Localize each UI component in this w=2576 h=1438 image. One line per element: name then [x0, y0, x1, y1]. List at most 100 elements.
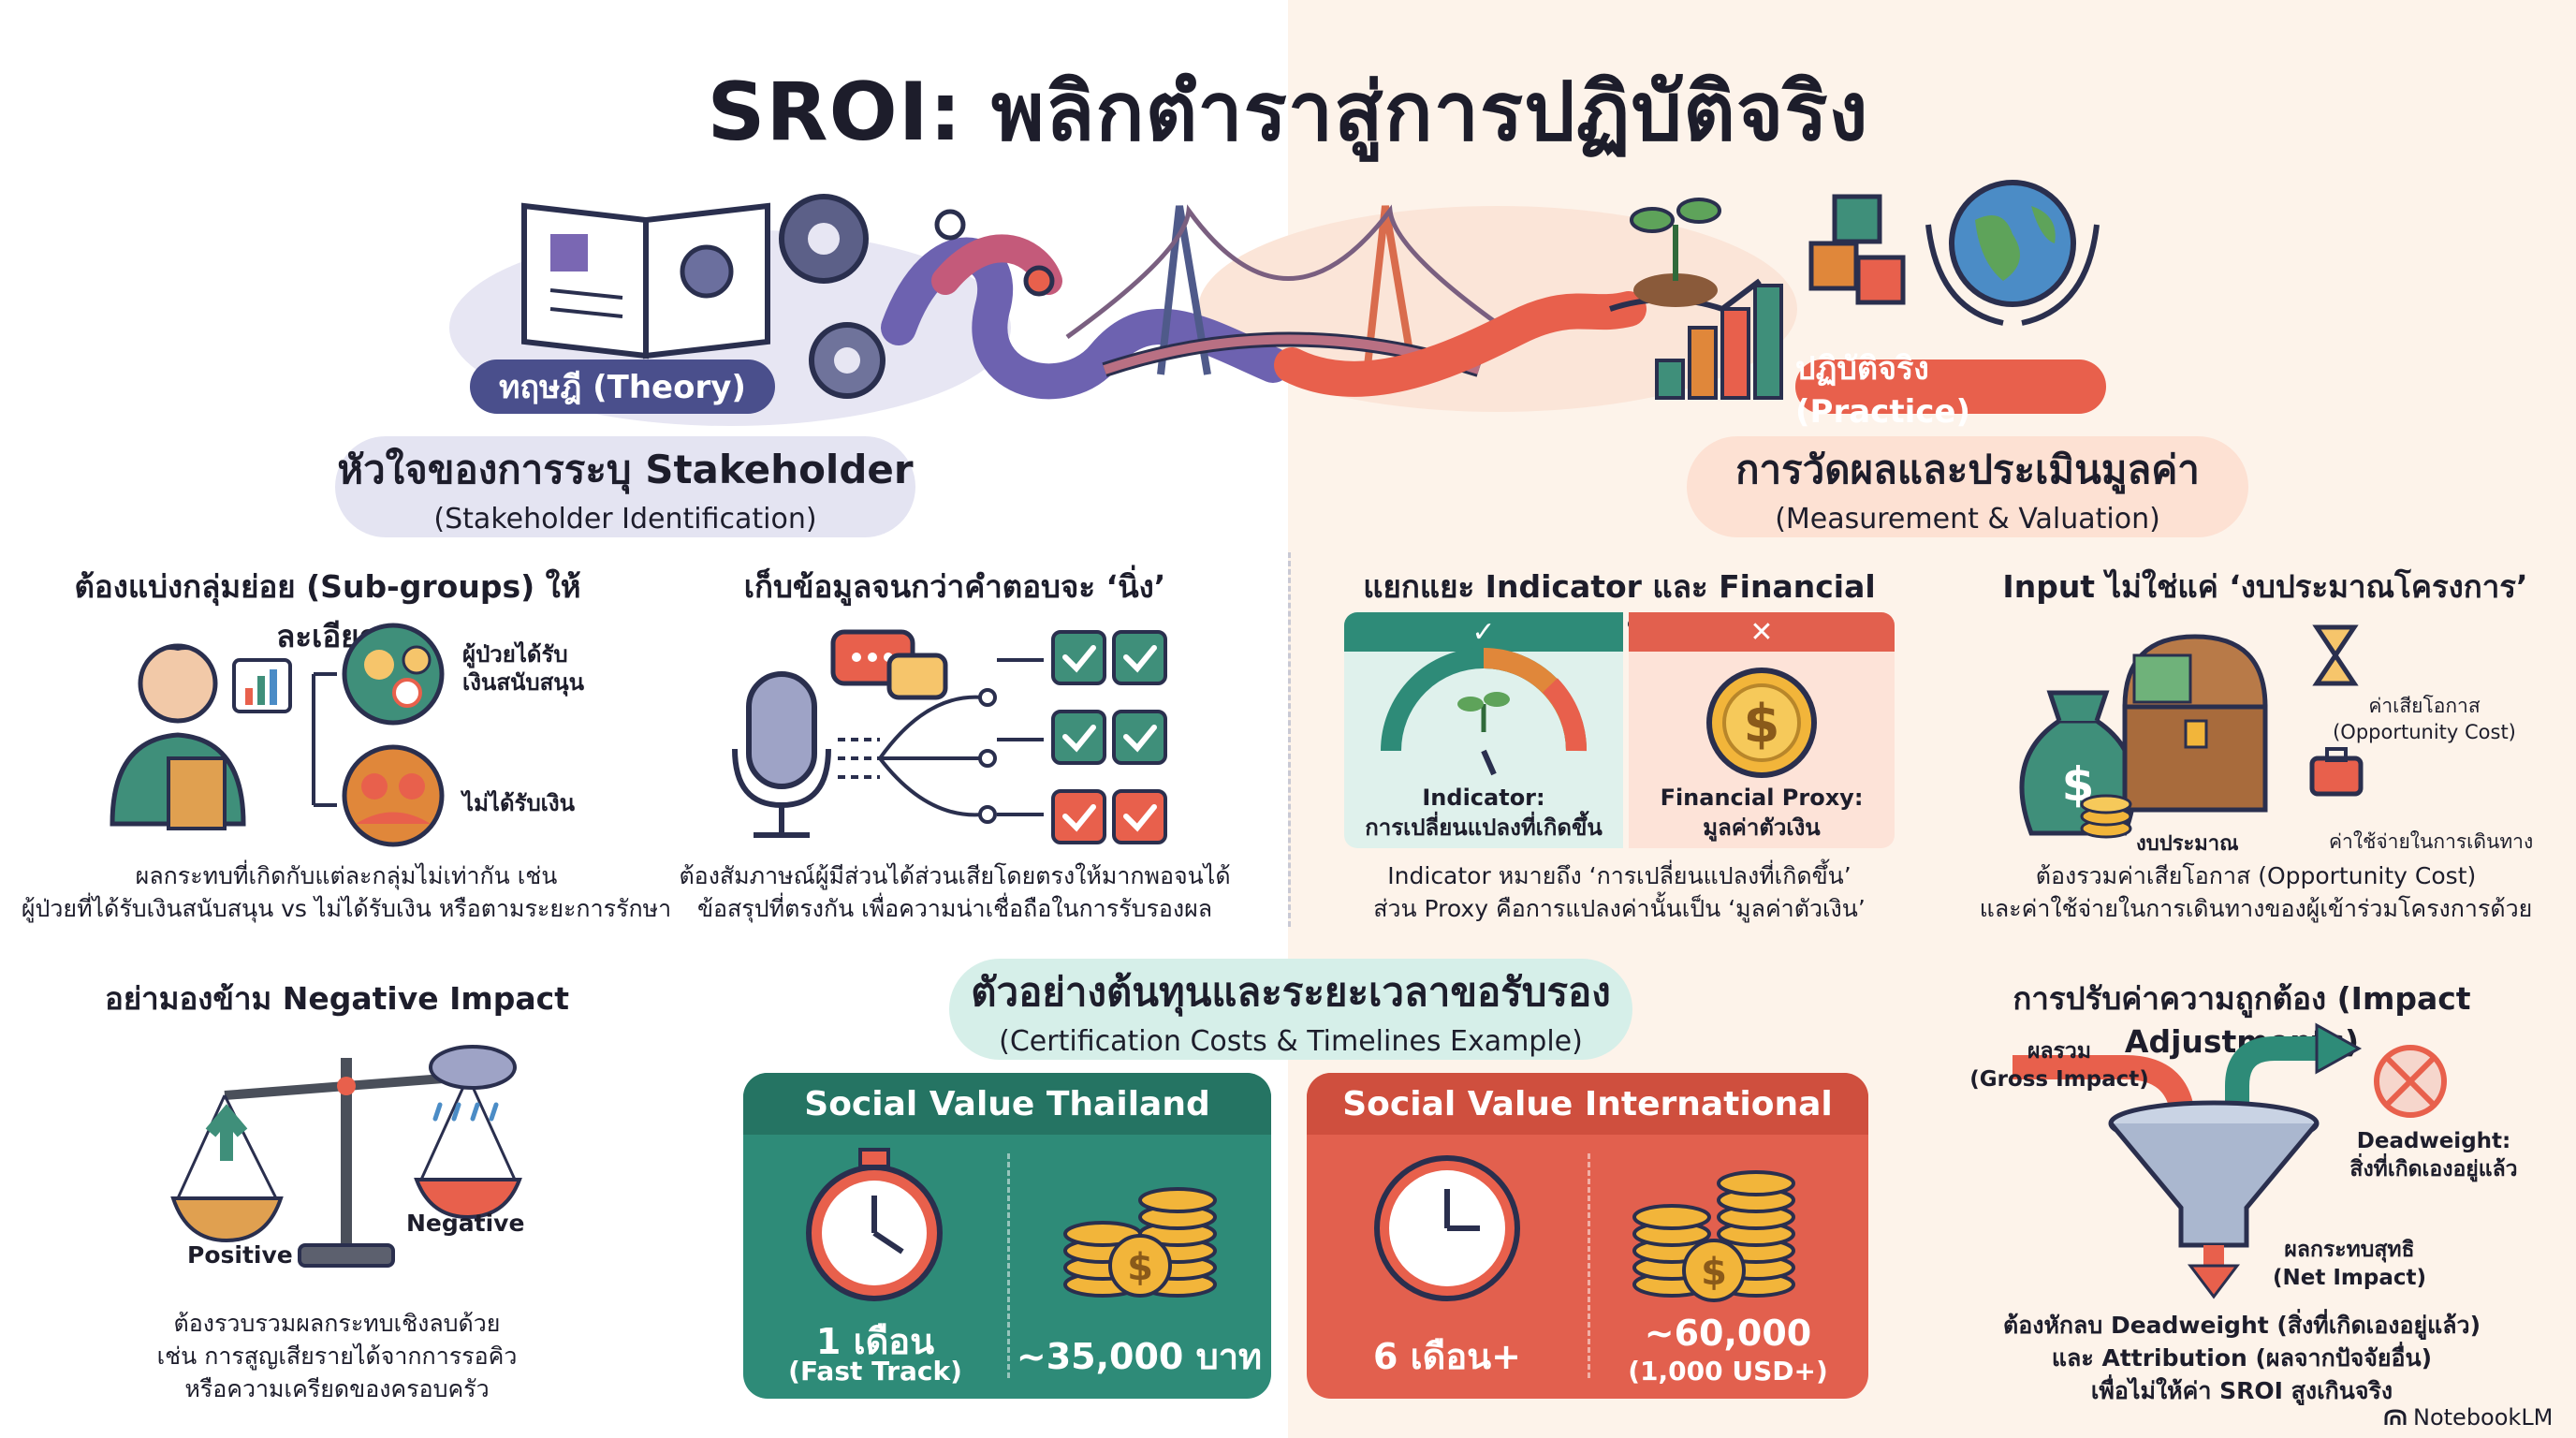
practice-badge: ปฏิบัติจริง (Practice): [1795, 350, 2106, 431]
cross-icon: ✕: [1749, 615, 1774, 649]
hourglass-icon: [2312, 624, 2359, 686]
supported-group-line2: เงินสนับสนุน: [462, 669, 585, 696]
speech-bubbles-icon: [830, 629, 948, 700]
rain-cloud-icon: [429, 1045, 517, 1122]
gross-impact-label: ผลรวม (Gross Impact): [1956, 1037, 2162, 1093]
gross-impact-line2: (Gross Impact): [1969, 1067, 2149, 1092]
stakeholder-header-title: หัวใจของการระบุ Stakeholder: [337, 446, 914, 492]
subgroups-illustration: [110, 623, 445, 847]
international-cost: ~60,000: [1644, 1313, 1812, 1354]
measurement-header-subtitle: (Measurement & Valuation): [1775, 502, 2160, 536]
budget-label: งบประมาณ: [2136, 832, 2239, 856]
arrow-out-icon: [2225, 1022, 2363, 1161]
cubes-chart-icon: [1655, 194, 1906, 400]
notebooklm-logo-icon: [2384, 1409, 2407, 1425]
gauge-icon: [1381, 648, 1588, 776]
inputs-heading: Input ไม่ใช่แค่ ‘งบประมาณโครงการ’: [2002, 568, 2528, 605]
clock-icon: [1374, 1155, 1520, 1301]
check-icon: ✓: [1471, 615, 1496, 649]
proxy-label-line2: มูลค่าตัวเงิน: [1703, 814, 1821, 841]
negative-heading: อย่ามองข้าม Negative Impact: [105, 980, 569, 1017]
funnel-illustration: [2012, 1022, 2447, 1299]
certification-header: ตัวอย่างต้นทุนและระยะเวลาขอรับรอง (Certi…: [949, 959, 1632, 1060]
person-icon: [110, 643, 246, 830]
gear-icon: [809, 322, 886, 399]
certification-title: ตัวอย่างต้นทุนและระยะเวลาขอรับรอง: [971, 968, 1611, 1015]
globe-in-hands-icon: [1925, 180, 2100, 326]
certification-subtitle: (Certification Costs & Timelines Example…: [999, 1024, 1583, 1058]
bar-chart-icon: [232, 658, 292, 713]
deadweight-line2: สิ่งที่เกิดเองอยู่แล้ว: [2349, 1157, 2518, 1181]
inputs-body-line1: ต้องรวมค่าเสียโอกาส (Opportunity Cost): [2035, 862, 2477, 889]
deadweight-line1: Deadweight:: [2356, 1129, 2511, 1153]
indicator-body: Indicator หมายถึง ‘การเปลี่ยนแปลงที่เกิด…: [1329, 859, 1910, 925]
open-book-icon: [521, 202, 770, 360]
suitcase-icon: [2309, 747, 2364, 797]
negative-label: Negative: [406, 1210, 525, 1237]
indicator-label: Indicator: การเปลี่ยนแปลงที่เกิดขึ้น: [1344, 783, 1623, 843]
check-boxes-icon: [1051, 630, 1167, 844]
section-divider: [1288, 552, 1291, 927]
thailand-time-note: (Fast Track): [788, 1356, 962, 1387]
thailand-cost: ~35,000 บาท: [1016, 1336, 1263, 1377]
thailand-time: 1 เดือน: [815, 1321, 935, 1362]
stopwatch-icon: [806, 1148, 943, 1301]
svg-text:$: $: [1744, 694, 1780, 755]
supported-group-line1: ผู้ป่วยได้รับ: [462, 641, 568, 668]
supported-group-label: ผู้ป่วยได้รับ เงินสนับสนุน: [462, 640, 584, 697]
unsupported-group-label: ไม่ได้รับเงิน: [462, 790, 575, 816]
net-impact-line1: ผลกระทบสุทธิ: [2284, 1238, 2415, 1262]
negative-body: ต้องรวบรวมผลกระทบเชิงลบด้วย เช่น การสูญเ…: [56, 1307, 618, 1405]
indicator-label-line1: Indicator:: [1422, 785, 1545, 811]
thailand-card-title: Social Value Thailand: [743, 1073, 1271, 1135]
theory-badge: ทฤษฎี (Theory): [470, 360, 775, 414]
net-impact-line2: (Net Impact): [2272, 1266, 2426, 1290]
indicator-label-line2: การเปลี่ยนแปลงที่เกิดขึ้น: [1365, 814, 1603, 841]
coin-icon: $: [1706, 668, 1817, 778]
indicator-body-line2: ส่วน Proxy คือการแปลงค่านั้นเป็น ‘มูลค่า…: [1373, 895, 1866, 922]
treasure-illustration: $: [2019, 624, 2364, 839]
microphone-icon: [732, 671, 831, 838]
saturation-heading: เก็บข้อมูลจนกว่าคำตอบจะ ‘นิ่ง’: [743, 568, 1166, 605]
measurement-header: การวัดผลและประเมินมูลค่า (Measurement & …: [1687, 436, 2248, 537]
notebooklm-watermark: NotebookLM: [2383, 1404, 2553, 1431]
saturation-body: ต้องสัมภาษณ์ผู้มีส่วนได้ส่วนเสียโดยตรงให…: [655, 859, 1254, 925]
positive-label: Positive: [187, 1241, 293, 1269]
theory-practice-banner: [0, 169, 2576, 431]
indicator-card: ✓ Indicator: การเปลี่ยนแปลงที่เกิดขึ้น: [1344, 612, 1623, 848]
travel-cost-label: ค่าใช้จ่ายในการเดินทาง: [2329, 830, 2534, 853]
negative-body-line3: หรือความเครียดของครอบครัว: [184, 1375, 490, 1402]
opportunity-cost-label: ค่าเสียโอกาส (Opportunity Cost): [2312, 693, 2537, 745]
bridge-illustration: [449, 180, 2100, 426]
subgroups-body-line2: ผู้ป่วยที่ได้รับเงินสนับสนุน vs ไม่ได้รั…: [21, 895, 672, 922]
negative-body-line1: ต้องรวบรวมผลกระทบเชิงลบด้วย: [173, 1310, 501, 1337]
treasure-chest-icon: [2122, 634, 2268, 813]
net-impact-label: ผลกระทบสุทธิ (Net Impact): [2247, 1236, 2452, 1292]
international-card-divider: [1588, 1153, 1590, 1378]
gear-icon: [779, 194, 869, 284]
deadweight-label: Deadweight: สิ่งที่เกิดเองอยู่แล้ว: [2312, 1127, 2555, 1183]
coin-stack-icon: $: [1632, 1170, 1795, 1302]
indicator-body-line1: Indicator หมายถึง ‘การเปลี่ยนแปลงที่เกิด…: [1387, 862, 1852, 889]
coin-stack-icon: [2080, 794, 2132, 839]
thailand-card: Social Value Thailand $ 1 เดือน (Fast Tr…: [743, 1073, 1271, 1399]
funnel-icon: [2108, 1100, 2320, 1248]
measurement-header-title: การวัดผลและประเมินมูลค่า: [1735, 446, 2200, 492]
subgroups-body-line1: ผลกระทบที่เกิดกับแต่ละกลุ่มไม่เท่ากัน เช…: [135, 862, 558, 889]
international-card-title: Social Value International: [1307, 1073, 1868, 1135]
balance-scale-icon: [170, 1045, 522, 1268]
hand-plant-icon: [1609, 198, 1762, 313]
coin-stack-icon: $: [1063, 1187, 1217, 1298]
proxy-card-head: ✕: [1629, 612, 1895, 652]
negative-body-line2: เช่น การสูญเสียรายได้จากการรอคิว: [156, 1343, 518, 1370]
watermark-text: NotebookLM: [2413, 1404, 2554, 1431]
subgroups-body: ผลกระทบที่เกิดกับแต่ละกลุ่มไม่เท่ากัน เช…: [19, 859, 674, 925]
stakeholder-header-subtitle: (Stakeholder Identification): [433, 502, 817, 536]
supported-group-icon: [342, 623, 445, 726]
unsupported-group-icon: [342, 744, 445, 847]
saturation-body-line1: ต้องสัมภาษณ์ผู้มีส่วนได้ส่วนเสียโดยตรงให…: [679, 862, 1231, 889]
proxy-label-line1: Financial Proxy:: [1660, 785, 1864, 811]
gross-impact-line1: ผลรวม: [2027, 1039, 2091, 1064]
page-title: SROI: พลิกตำราสู่การปฏิบัติจริง: [707, 66, 1869, 159]
thailand-card-divider: [1007, 1153, 1010, 1378]
